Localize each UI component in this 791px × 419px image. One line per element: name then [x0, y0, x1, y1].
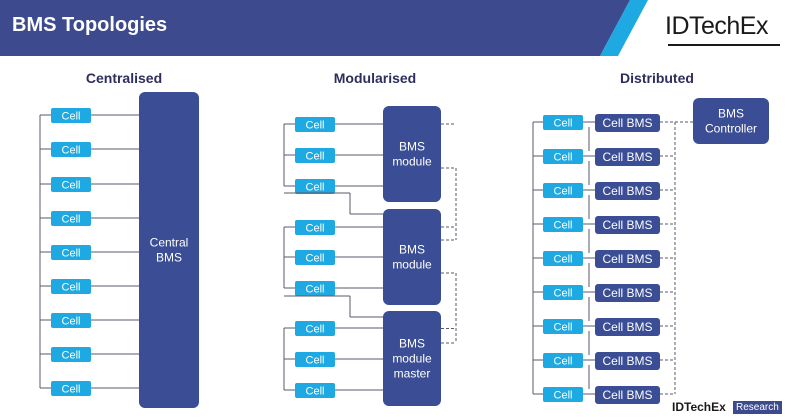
bms-controller-box [693, 98, 769, 144]
distributed-cell-4-label: Cell [554, 220, 573, 232]
modularised-cell-2-2 [295, 250, 335, 265]
modularised-cell-1-2 [295, 148, 335, 163]
distributed-cell-9-label: Cell [554, 390, 573, 402]
bms-module-text-1-line-2: module [392, 155, 432, 169]
distributed-cell-5-label: Cell [554, 254, 573, 266]
distributed-cell-7-label: Cell [554, 322, 573, 334]
centralised-cell-7 [51, 313, 91, 328]
central-bms-text-line-2: BMS [156, 251, 182, 265]
modularised-cell-3-1 [295, 321, 335, 336]
title-banner [0, 0, 630, 56]
bms-module-text-3-line-2: module [392, 352, 432, 366]
centralised-cell-1-label: Cell [62, 111, 81, 123]
modularised-cell-2-3 [295, 281, 335, 296]
modularised-cell-3-2 [295, 352, 335, 367]
modularised-cell-3-2-label: Cell [306, 355, 325, 367]
cell-bms-label-5: Cell BMS [602, 252, 652, 266]
modularised-cell-1-3-label: Cell [306, 182, 325, 194]
centralised-cell-4 [51, 211, 91, 226]
centralised-cell-5 [51, 245, 91, 260]
bms-controller-text-line-2: Controller [705, 122, 757, 136]
bms-module-text-3-line-3: master [394, 367, 431, 381]
distributed-heading: Distributed [620, 70, 694, 86]
cell-bms-label-1: Cell BMS [602, 116, 652, 130]
centralised-cell-1 [51, 108, 91, 123]
distributed-cell-6 [543, 285, 583, 300]
central-bms-box [139, 92, 199, 408]
bms-module-text-1-line-1: BMS [399, 140, 425, 154]
cell-bms-box-1 [595, 114, 660, 132]
distributed-cell-8-label: Cell [554, 356, 573, 368]
distributed-cell-9 [543, 387, 583, 402]
modularised-cell-2-3-label: Cell [306, 284, 325, 296]
centralised-cell-3-label: Cell [62, 180, 81, 192]
cell-bms-label-2: Cell BMS [602, 150, 652, 164]
cell-bms-box-2 [595, 148, 660, 166]
distributed-cell-5 [543, 251, 583, 266]
cell-bms-label-4: Cell BMS [602, 218, 652, 232]
distributed-cell-8 [543, 353, 583, 368]
bms-module-text-2-line-2: module [392, 258, 432, 272]
modularised-cell-2-1 [295, 220, 335, 235]
idtechex-logo: IDTechEx [665, 12, 768, 40]
cell-bms-box-4 [595, 216, 660, 234]
distributed-cell-7 [543, 319, 583, 334]
footer-logo: IDTechEx [672, 400, 726, 414]
centralised-cell-6-label: Cell [62, 282, 81, 294]
central-bms-text-line-1: Central [150, 236, 189, 250]
cell-bms-box-8 [595, 352, 660, 370]
centralised-cell-2-label: Cell [62, 145, 81, 157]
modularised-cell-3-3 [295, 383, 335, 398]
distributed-cell-4 [543, 217, 583, 232]
distributed-cell-3 [543, 183, 583, 198]
bms-module-text-3-line-1: BMS [399, 337, 425, 351]
distributed-cell-1 [543, 115, 583, 130]
modularised-heading: Modularised [333, 70, 417, 86]
distributed-cell-6-label: Cell [554, 288, 573, 300]
cell-bms-label-8: Cell BMS [602, 354, 652, 368]
modularised-cell-3-1-label: Cell [306, 324, 325, 336]
distributed-cell-2 [543, 149, 583, 164]
bms-module-box-2 [383, 209, 441, 305]
cell-bms-box-3 [595, 182, 660, 200]
centralised-cell-2 [51, 142, 91, 157]
centralised-cell-3 [51, 177, 91, 192]
modularised-cell-1-1 [295, 117, 335, 132]
modularised-cell-2-2-label: Cell [306, 253, 325, 265]
centralised-cell-7-label: Cell [62, 316, 81, 328]
bms-module-text-2-line-1: BMS [399, 243, 425, 257]
cell-bms-label-9: Cell BMS [602, 388, 652, 402]
modularised-cell-1-3 [295, 179, 335, 194]
cell-bms-box-7 [595, 318, 660, 336]
centralised-cell-9-label: Cell [62, 384, 81, 396]
centralised-cell-4-label: Cell [62, 214, 81, 226]
cell-bms-label-6: Cell BMS [602, 286, 652, 300]
modularised-cell-3-3-label: Cell [306, 386, 325, 398]
centralised-cell-8 [51, 347, 91, 362]
title-banner-accent [600, 0, 648, 56]
page-title: BMS Topologies [12, 14, 168, 36]
distributed-cell-1-label: Cell [554, 118, 573, 130]
distributed-cell-3-label: Cell [554, 186, 573, 198]
bms-module-box-3 [383, 311, 441, 406]
centralised-cell-6 [51, 279, 91, 294]
modularised-cell-1-1-label: Cell [306, 120, 325, 132]
cell-bms-label-7: Cell BMS [602, 320, 652, 334]
cell-bms-box-5 [595, 250, 660, 268]
distributed-cell-2-label: Cell [554, 152, 573, 164]
centralised-cell-9 [51, 381, 91, 396]
footer-research-tag: Research [733, 401, 782, 414]
modularised-cell-2-1-label: Cell [306, 223, 325, 235]
bms-module-box-1 [383, 106, 441, 202]
cell-bms-box-6 [595, 284, 660, 302]
bms-controller-text-line-1: BMS [718, 107, 744, 121]
cell-bms-label-3: Cell BMS [602, 184, 652, 198]
logo-underline [668, 44, 780, 46]
centralised-cell-8-label: Cell [62, 350, 81, 362]
modularised-cell-1-2-label: Cell [306, 151, 325, 163]
centralised-cell-5-label: Cell [62, 248, 81, 260]
centralised-heading: Centralised [85, 70, 163, 86]
cell-bms-box-9 [595, 386, 660, 404]
